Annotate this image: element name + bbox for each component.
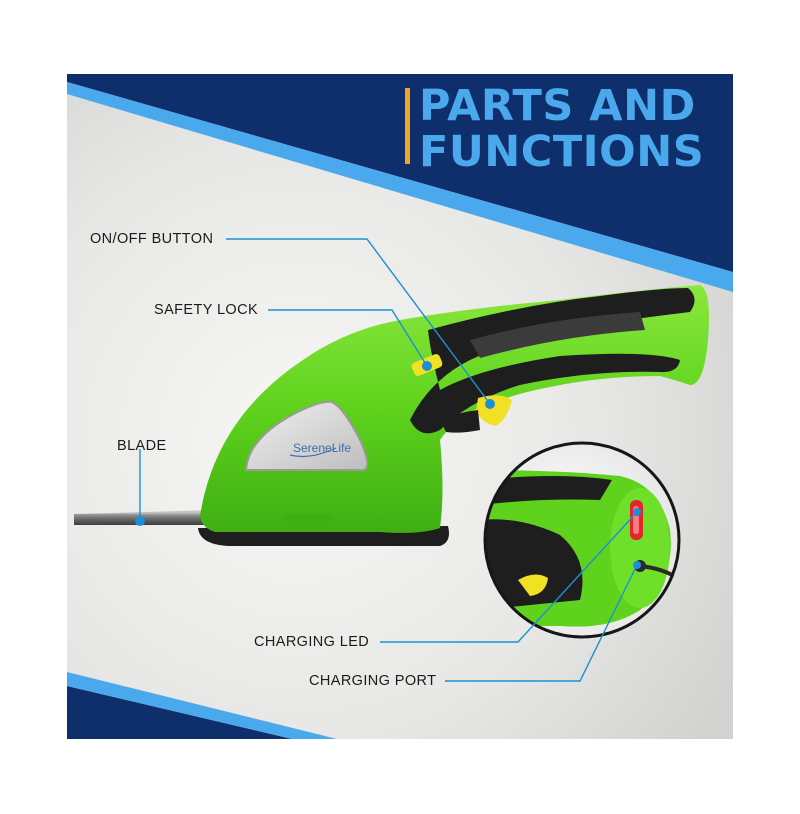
background-panels bbox=[67, 74, 733, 739]
bottom-blue-stripe bbox=[67, 672, 337, 739]
callout-charging-led: CHARGING LED bbox=[254, 634, 370, 650]
title-line-1: PARTS AND bbox=[419, 81, 696, 131]
callout-charging-port: CHARGING PORT bbox=[309, 673, 437, 689]
title-accent-bar bbox=[405, 88, 410, 164]
handle-grip bbox=[410, 288, 695, 434]
page-title: PARTS AND FUNCTIONS bbox=[405, 83, 704, 175]
callout-lines bbox=[139, 238, 638, 682]
brand-badge bbox=[244, 400, 369, 471]
callout-dots bbox=[135, 361, 641, 569]
callout-on-off-button: ON/OFF BUTTON bbox=[90, 231, 214, 247]
product-infographic: PARTS AND FUNCTIONS bbox=[67, 74, 733, 739]
top-navy-wedge bbox=[67, 74, 733, 272]
callout-blade: BLADE bbox=[117, 438, 167, 454]
on-off-button bbox=[476, 395, 512, 426]
charging-zoom-detail bbox=[483, 441, 681, 639]
top-blue-stripe bbox=[67, 82, 733, 292]
title-line-2: FUNCTIONS bbox=[419, 127, 705, 177]
brand-logo: SereneLife bbox=[293, 441, 351, 455]
callout-safety-lock: SAFETY LOCK bbox=[154, 302, 259, 318]
